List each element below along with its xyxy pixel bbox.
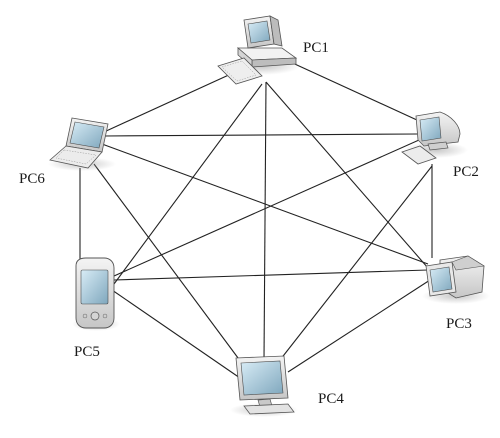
- pc5-label: PC5: [74, 344, 100, 360]
- link-pc1-pc2: [285, 59, 431, 127]
- pc5-node: PC5: [72, 257, 120, 360]
- pc6-label: PC6: [19, 171, 45, 187]
- imac-monitor-icon: [401, 111, 461, 165]
- pc6-node: PC6: [19, 117, 116, 187]
- flat-monitor-icon: [235, 355, 295, 415]
- pc4-node: PC4: [230, 355, 344, 417]
- pc1-label: PC1: [303, 40, 329, 56]
- link-pc2-pc6: [103, 133, 419, 137]
- link-pc1-pc3: [265, 81, 429, 269]
- desktop-computer-icon: [217, 15, 298, 85]
- connection-lines: [79, 59, 433, 379]
- link-pc4-pc6: [93, 163, 245, 367]
- pda-icon: [75, 257, 115, 329]
- link-pc3-pc4: [287, 279, 431, 373]
- crt-monitor-icon: [425, 255, 485, 299]
- link-pc1-pc5: [113, 83, 263, 285]
- pc3-label: PC3: [446, 316, 472, 332]
- link-pc1-pc4: [263, 81, 267, 361]
- link-pc2-pc4: [279, 165, 433, 361]
- link-pc3-pc6: [101, 143, 429, 265]
- pc1-node: PC1: [217, 15, 329, 85]
- laptop-icon: [49, 117, 109, 169]
- pc4-label: PC4: [318, 391, 344, 407]
- link-pc3-pc5: [113, 269, 429, 281]
- link-pc1-pc6: [103, 67, 245, 133]
- pc2-label: PC2: [453, 164, 479, 180]
- link-pc4-pc5: [111, 289, 241, 379]
- pc3-node: PC3: [422, 255, 490, 332]
- pc2-node: PC2: [401, 111, 479, 180]
